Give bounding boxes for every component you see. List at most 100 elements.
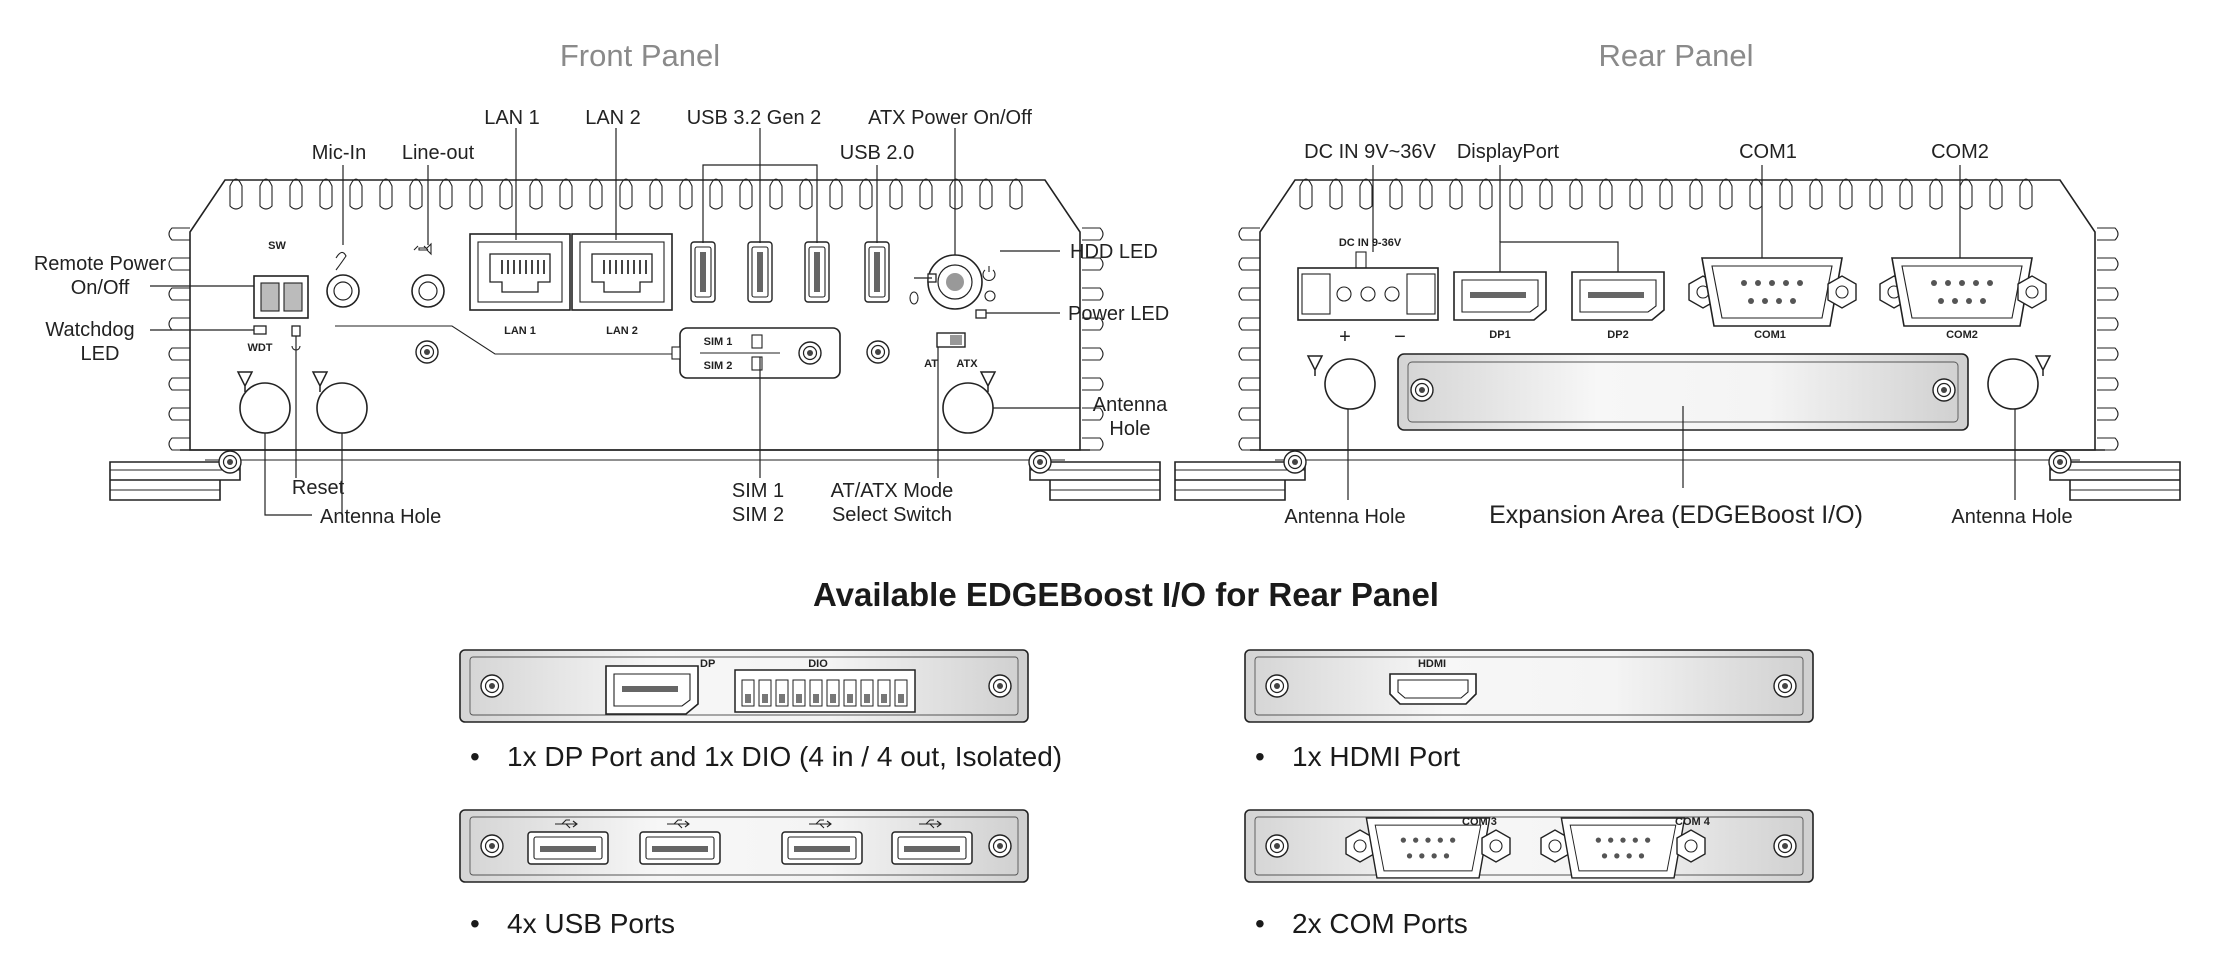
module-com4-port[interactable] [1560, 817, 1686, 879]
cooling-fin [649, 178, 663, 210]
cooling-fin [1238, 317, 1260, 331]
label-antenna-hole-r1: Antenna [1093, 394, 1168, 416]
cooling-fin [1238, 437, 1260, 451]
line-out-jack[interactable] [411, 274, 445, 308]
reset-button[interactable] [291, 325, 301, 337]
com2-port[interactable] [1891, 257, 2033, 327]
usb32-port-2[interactable] [747, 241, 773, 303]
hdd-icon [909, 291, 919, 305]
lan1-port[interactable] [469, 233, 571, 311]
silk-sim2: SIM 2 [704, 360, 733, 372]
sim-slot-bracket[interactable] [671, 327, 841, 379]
module-usb-port-2[interactable] [639, 831, 721, 865]
usb32-port-3[interactable] [804, 241, 830, 303]
cooling-fin [1989, 178, 2003, 210]
silk-com2: COM2 [1946, 329, 1978, 341]
dc-in-terminal[interactable] [1297, 251, 1439, 321]
cooling-fin [1869, 178, 1883, 210]
cooling-fin [168, 317, 190, 331]
cooling-fin [679, 178, 693, 210]
cooling-fin [168, 227, 190, 241]
silk-module-hdmi: HDMI [1418, 658, 1446, 670]
screw-front-right [866, 340, 890, 364]
lan2-port[interactable] [571, 233, 673, 311]
cooling-fin [739, 178, 753, 210]
cooling-fin [1809, 178, 1823, 210]
speaker-icon [413, 242, 432, 256]
remote-power-connector[interactable] [253, 275, 309, 319]
dp1-port[interactable] [1453, 271, 1547, 321]
module-usb-port-1[interactable] [527, 831, 609, 865]
edgeboost-title: Available EDGEBoost I/O for Rear Panel [813, 576, 1439, 613]
cooling-fin [919, 178, 933, 210]
silk-module-dio: DIO [808, 658, 828, 670]
module-com-label: 2x COM Ports [1292, 908, 1468, 939]
label-line-out: Line-out [402, 142, 475, 164]
cooling-fin [769, 178, 783, 210]
cooling-fin [559, 178, 573, 210]
dio-pin-contact [745, 694, 751, 703]
module-dp-dio-label: 1x DP Port and 1x DIO (4 in / 4 out, Iso… [507, 741, 1062, 772]
label-antenna-hole-r2: Hole [1109, 418, 1150, 440]
cooling-fin [1839, 178, 1853, 210]
silk-lan2: LAN 2 [606, 325, 638, 337]
cooling-fin [1749, 178, 1763, 210]
label-usb20: USB 2.0 [840, 142, 914, 164]
cooling-fin [979, 178, 993, 210]
hexnut [2017, 275, 2047, 309]
module-usb-port-3[interactable] [781, 831, 863, 865]
silk-at: AT [924, 358, 938, 370]
silk-com1: COM1 [1754, 329, 1786, 341]
silk-atx: ATX [956, 358, 978, 370]
cooling-fin [1419, 178, 1433, 210]
usb20-port[interactable] [864, 241, 890, 303]
bullet-4: • [1255, 908, 1265, 939]
label-watchdog-2: LED [81, 343, 120, 365]
antenna-hole-front-2 [316, 382, 368, 434]
cooling-fin [1238, 347, 1260, 361]
cooling-fin [1599, 178, 1613, 210]
silk-lan1: LAN 1 [504, 325, 536, 337]
cooling-fin [2097, 257, 2119, 271]
cooling-fin [229, 178, 243, 210]
cooling-fin [1082, 257, 1104, 271]
dp2-port[interactable] [1571, 271, 1665, 321]
cooling-fin [1389, 178, 1403, 210]
cooling-fin [889, 178, 903, 210]
cooling-fin [2097, 287, 2119, 301]
usb32-port-1[interactable] [690, 241, 716, 303]
cooling-fin [1449, 178, 1463, 210]
cooling-fin [168, 257, 190, 271]
cooling-fin [1299, 178, 1313, 210]
cooling-fin [168, 437, 190, 451]
rear-leader-lines [1347, 165, 2016, 500]
cooling-fin [1539, 178, 1553, 210]
cooling-fin [2097, 407, 2119, 421]
dio-connector[interactable] [734, 669, 916, 713]
com1-port[interactable] [1701, 257, 1843, 327]
silk-dc-in: DC IN 9-36V [1339, 237, 1402, 249]
module-com: COM 3 COM 4 [1244, 809, 1814, 883]
label-com1: COM1 [1739, 141, 1797, 163]
silk-plus: + [1339, 326, 1351, 348]
cooling-fin [1779, 178, 1793, 210]
cooling-fin [2097, 317, 2119, 331]
mic-in-jack[interactable] [326, 274, 360, 308]
at-atx-switch[interactable] [936, 332, 966, 348]
cooling-fin [799, 178, 813, 210]
cooling-fin [2097, 227, 2119, 241]
cooling-fin [1509, 178, 1523, 210]
cooling-fin [529, 178, 543, 210]
module-dp-port[interactable] [605, 665, 699, 715]
module-hdmi-port[interactable] [1389, 673, 1477, 705]
silk-minus: − [1394, 326, 1406, 348]
cooling-fin [439, 178, 453, 210]
cooling-fin [1082, 407, 1104, 421]
module-usb-port-4[interactable] [891, 831, 973, 865]
cooling-fin [2097, 347, 2119, 361]
cooling-fin [1659, 178, 1673, 210]
label-displayport: DisplayPort [1457, 141, 1560, 163]
label-sim1: SIM 1 [732, 480, 784, 502]
bullet-2: • [1255, 741, 1265, 772]
